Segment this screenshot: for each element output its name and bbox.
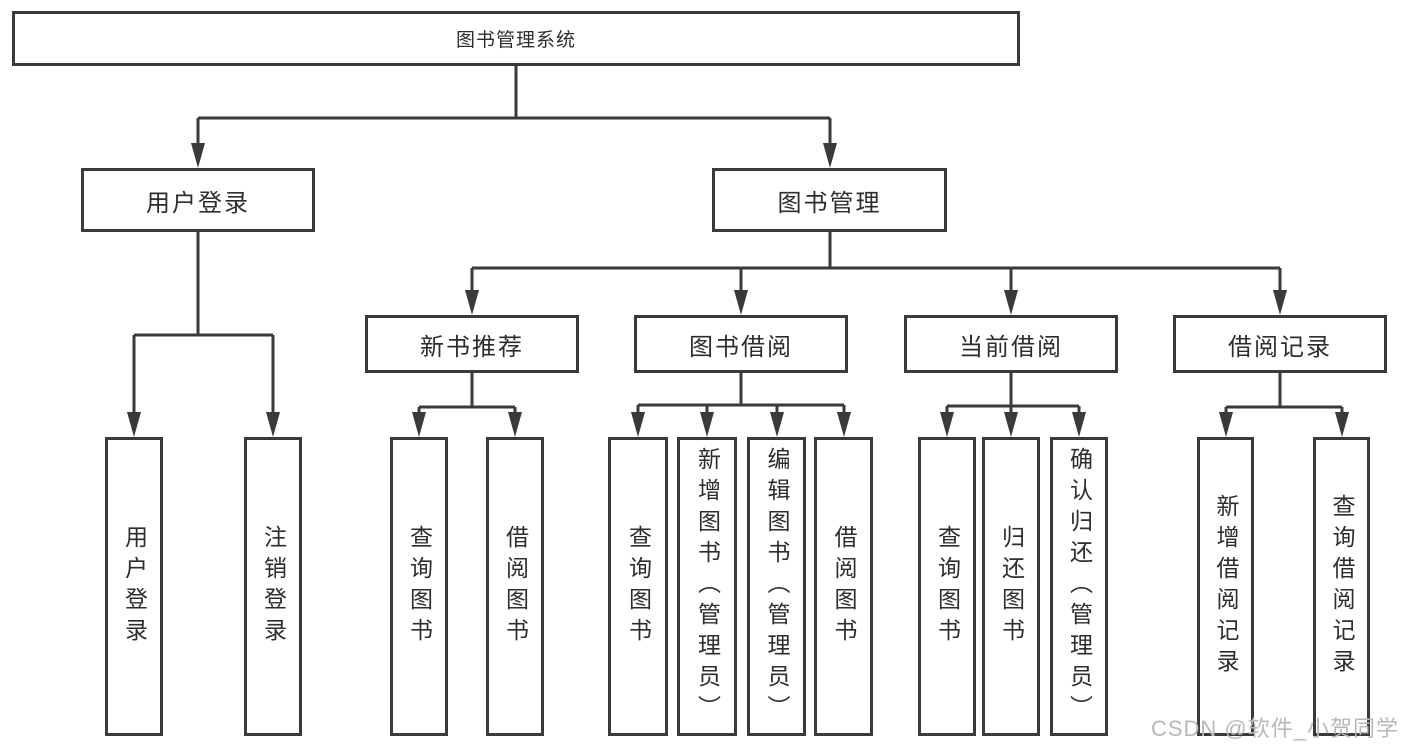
leaf-label: 用户登录 <box>121 524 148 649</box>
arrowhead <box>191 143 205 168</box>
arrowhead <box>465 290 479 315</box>
arrowhead <box>1004 412 1018 437</box>
arrowhead <box>1004 290 1018 315</box>
leaf-logout: 注销登录 <box>244 437 302 736</box>
arrowhead <box>266 412 280 437</box>
wire-newbook-to-leaves <box>417 373 517 414</box>
arrowhead <box>1219 412 1233 437</box>
wire-current-to-leaves <box>945 373 1081 414</box>
wire-bookmgmt-to-sections <box>470 232 1282 292</box>
wire-root-to-level2 <box>196 66 832 145</box>
arrowhead <box>631 412 645 437</box>
leaf-query-borrow-record: 查询借阅记录 <box>1313 437 1370 736</box>
node-current-borrow: 当前借阅 <box>904 315 1118 373</box>
arrowhead <box>837 412 851 437</box>
leaf-label: 查询图书 <box>934 524 961 649</box>
leaf-confirm-return-admin: 确认归还（管理员） <box>1050 437 1108 736</box>
leaf-borrow-books-2: 借阅图书 <box>814 437 873 736</box>
arrowhead <box>1072 412 1086 437</box>
leaf-query-books-3: 查询图书 <box>918 437 976 736</box>
leaf-add-borrow-record: 新增借阅记录 <box>1197 437 1254 736</box>
leaf-label: 借阅图书 <box>831 524 857 649</box>
wire-records-to-leaves <box>1224 373 1344 414</box>
arrowhead <box>1335 412 1349 437</box>
node-new-book-recommend: 新书推荐 <box>365 315 579 373</box>
leaf-label: 编辑图书（管理员） <box>764 447 790 726</box>
leaf-label: 新增借阅记录 <box>1213 493 1239 680</box>
csdn-watermark: CSDN @软件_小贺同学 <box>1150 716 1399 741</box>
arrowhead <box>940 412 954 437</box>
leaf-label: 新增图书（管理员） <box>694 447 721 726</box>
leaf-label: 查询图书 <box>625 524 652 649</box>
node-borrow-records: 借阅记录 <box>1173 315 1387 373</box>
node-root: 图书管理系统 <box>12 11 1020 66</box>
leaf-label: 确认归还（管理员） <box>1066 447 1093 726</box>
node-book-borrow: 图书借阅 <box>634 315 848 373</box>
arrowhead <box>770 412 784 437</box>
arrowhead <box>508 412 522 437</box>
leaf-return-book: 归还图书 <box>982 437 1040 736</box>
arrowhead <box>127 412 141 437</box>
node-book-management: 图书管理 <box>712 168 947 232</box>
leaf-label: 归还图书 <box>998 524 1025 649</box>
leaf-query-books-1: 查询图书 <box>390 437 448 736</box>
arrowhead <box>1273 290 1287 315</box>
wire-borrow-to-leaves <box>636 373 846 414</box>
leaf-edit-book-admin: 编辑图书（管理员） <box>747 437 806 736</box>
arrowhead <box>412 412 426 437</box>
wire-userlogin-to-leaves <box>132 232 275 414</box>
leaf-user-login: 用户登录 <box>105 437 163 736</box>
node-user-login: 用户登录 <box>81 168 315 232</box>
arrowhead <box>734 290 748 315</box>
leaf-label: 注销登录 <box>260 524 287 649</box>
arrowhead <box>823 143 837 168</box>
leaf-borrow-books-1: 借阅图书 <box>486 437 544 736</box>
leaf-label: 借阅图书 <box>502 524 529 649</box>
leaf-label: 查询图书 <box>406 524 433 649</box>
arrowhead <box>700 412 714 437</box>
leaf-query-books-2: 查询图书 <box>608 437 668 736</box>
leaf-label: 查询借阅记录 <box>1329 493 1355 680</box>
leaf-add-book-admin: 新增图书（管理员） <box>677 437 737 736</box>
